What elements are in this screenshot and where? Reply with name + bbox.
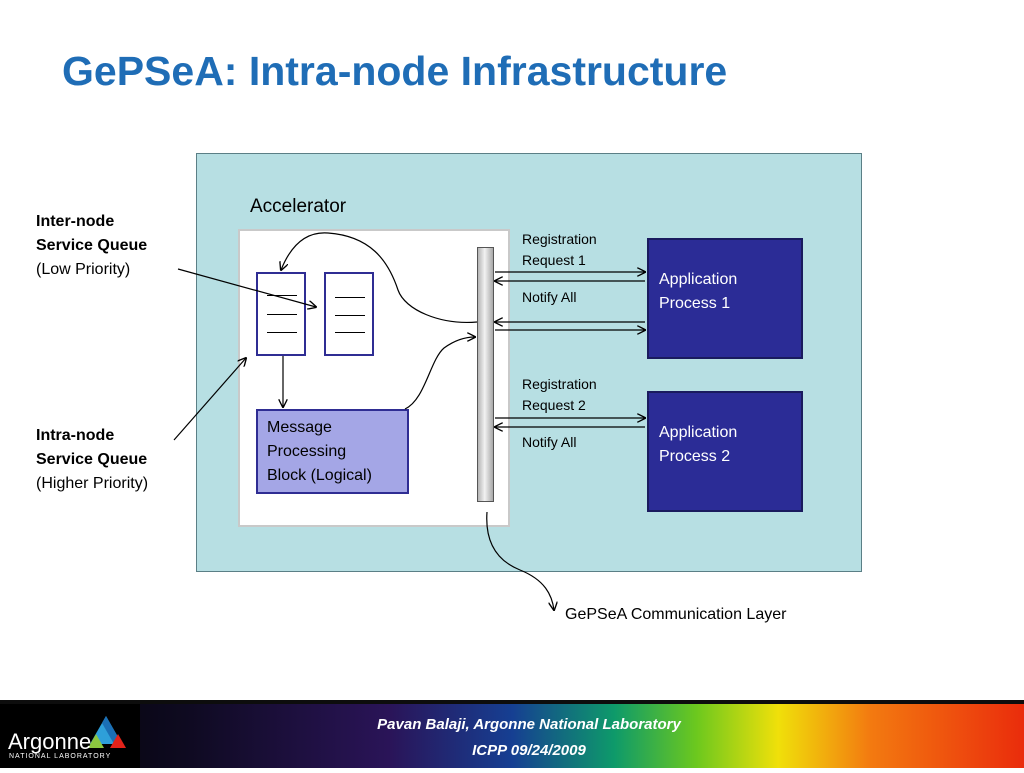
footer-conference: ICPP 09/24/2009 — [472, 742, 586, 759]
mpb-line3: Block (Logical) — [267, 467, 372, 484]
intra-node-label-line2: Service Queue — [36, 451, 148, 468]
mpb-line2: Processing — [267, 443, 347, 460]
queue-entry-line — [335, 332, 365, 333]
application-process-1: Application Process 1 — [647, 238, 803, 359]
reg1-line2: Request 1 — [522, 252, 586, 268]
footer-band — [0, 700, 1024, 768]
queue-entry-line — [267, 314, 297, 315]
intra-node-label-arrow — [173, 358, 246, 441]
slide-title: GePSeA: Intra-node Infrastructure — [62, 48, 728, 94]
logo-wordmark: Argonne — [8, 729, 92, 754]
process1-line2: Process 1 — [659, 295, 731, 312]
inter-node-queue-label: Inter-node Service Queue (Low Priority) — [36, 210, 147, 282]
mpb-line1: Message — [267, 419, 332, 436]
inter-node-label-line1: Inter-node — [36, 213, 115, 230]
mpb-to-bar-curve — [404, 337, 475, 410]
footer-separator — [0, 700, 1024, 704]
argonne-triangle-icon — [88, 716, 126, 748]
application-process-2: Application Process 2 — [647, 391, 803, 512]
queue-entry-line — [335, 297, 365, 298]
reg1-line1: Registration — [522, 231, 597, 247]
inter-node-priority: (Low Priority) — [36, 261, 131, 278]
inter-node-label-line2: Service Queue — [36, 237, 148, 254]
intra-node-queue-label: Intra-node Service Queue (Higher Priorit… — [36, 424, 148, 496]
registration-request-1-label: Registration Request 1 — [522, 229, 597, 271]
bar-to-queue-curve — [281, 232, 478, 323]
communication-layer-callout — [486, 511, 554, 610]
reg2-line2: Request 2 — [522, 397, 586, 413]
queue-entry-line — [335, 315, 365, 316]
accelerator-label: Accelerator — [250, 196, 347, 217]
intra-node-label-line1: Intra-node — [36, 427, 115, 444]
communication-layer-label: GePSeA Communication Layer — [565, 606, 787, 623]
footer-author: Pavan Balaji, Argonne National Laborator… — [377, 716, 681, 733]
reg2-line1: Registration — [522, 376, 597, 392]
registration-request-2-label: Registration Request 2 — [522, 374, 597, 416]
queue-entry-line — [267, 332, 297, 333]
notify-all-1-label: Notify All — [522, 289, 577, 305]
process2-line2: Process 2 — [659, 448, 731, 465]
logo-subtitle: NATIONAL LABORATORY — [9, 753, 112, 760]
communication-layer-bar — [477, 247, 494, 502]
inter-node-label-arrow — [177, 268, 316, 307]
queue-entry-line — [267, 295, 297, 296]
process2-line1: Application — [659, 424, 738, 441]
argonne-logo — [0, 704, 140, 768]
intra-node-priority: (Higher Priority) — [36, 475, 149, 492]
message-processing-block: Message Processing Block (Logical) — [256, 409, 409, 494]
inter-node-queue — [324, 272, 374, 356]
intra-node-queue — [256, 272, 306, 356]
notify-all-2-label: Notify All — [522, 434, 577, 450]
process1-line1: Application — [659, 271, 738, 288]
